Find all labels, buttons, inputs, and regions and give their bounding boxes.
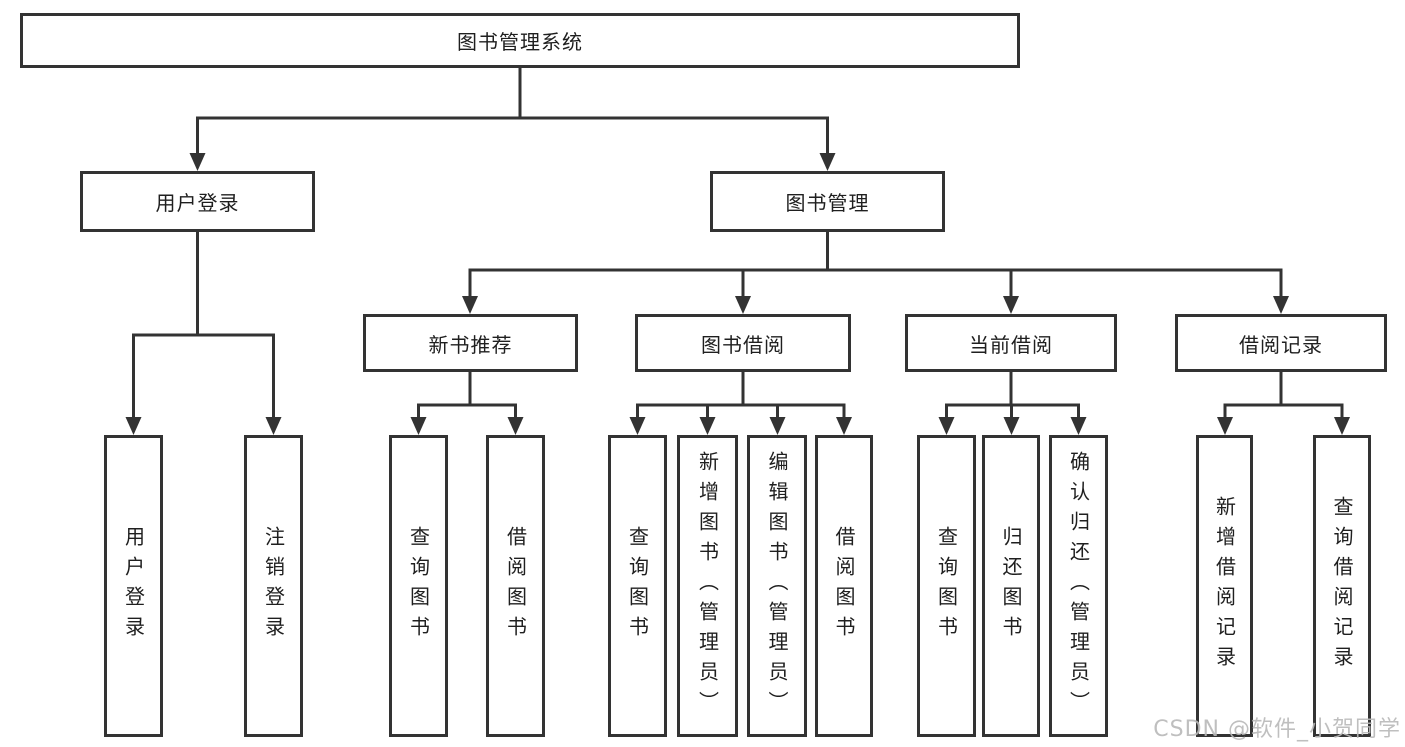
leaf-add-borrow-record: 新增借阅记录 [1196, 435, 1253, 737]
node-book-borrowing: 图书借阅 [635, 314, 851, 372]
arrowheads [125, 153, 1350, 435]
node-current-borrowing: 当前借阅 [905, 314, 1117, 372]
csdn-watermark: CSDN @软件_小贺同学 [1153, 717, 1401, 742]
leaf-confirm-return-admin: 确认归还（管理员） [1049, 435, 1108, 737]
node-library-management-system: 图书管理系统 [20, 13, 1020, 68]
node-book-management-branch: 图书管理 [710, 171, 945, 232]
leaf-query-books-current: 查询图书 [917, 435, 976, 737]
leaf-edit-books-admin: 编辑图书（管理员） [747, 435, 807, 737]
node-borrowing-records: 借阅记录 [1175, 314, 1387, 372]
node-new-book-recommendation: 新书推荐 [363, 314, 578, 372]
leaf-return-books: 归还图书 [982, 435, 1040, 737]
leaf-query-books-recommend: 查询图书 [389, 435, 448, 737]
node-user-login-branch: 用户登录 [80, 171, 315, 232]
leaf-query-books-borrowing: 查询图书 [608, 435, 667, 737]
leaf-add-books-admin: 新增图书（管理员） [677, 435, 738, 737]
leaf-logout: 注销登录 [244, 435, 303, 737]
leaf-user-login: 用户登录 [104, 435, 163, 737]
leaf-borrow-books-recommend: 借阅图书 [486, 435, 545, 737]
leaf-query-borrow-record: 查询借阅记录 [1313, 435, 1371, 737]
leaf-borrow-books-borrowing: 借阅图书 [815, 435, 873, 737]
